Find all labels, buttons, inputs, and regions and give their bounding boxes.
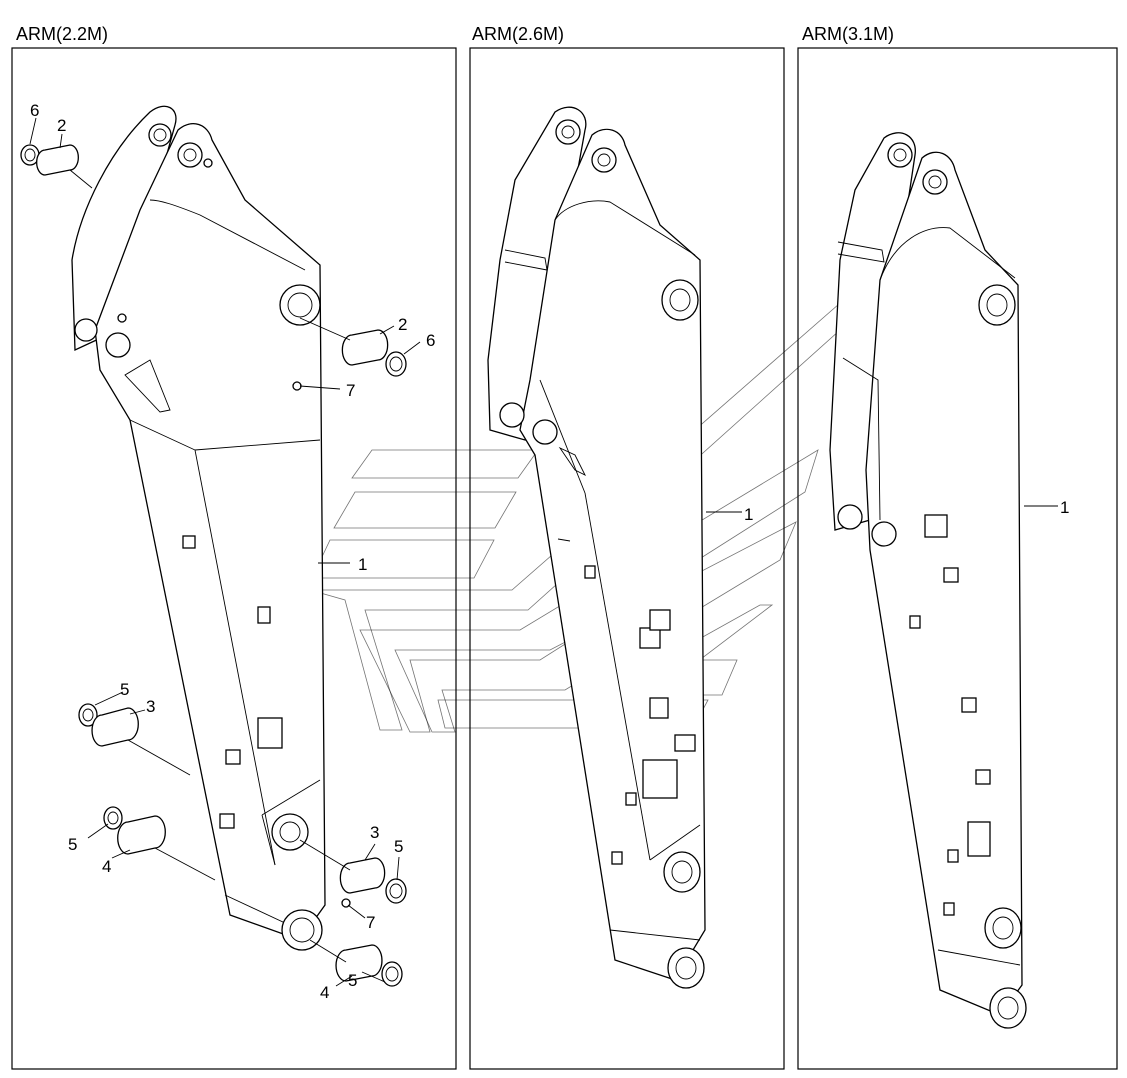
callout-shim-top-right: 6 [426,331,435,350]
panel-title-arm-2-6m: ARM(2.6M) [472,24,565,44]
panel-title-arm-2-2m: ARM(2.2M) [16,24,109,44]
callout-bushing-lower-left: 4 [102,857,111,876]
callout-shim-lower-left: 5 [68,835,77,854]
panel-frame-arm-2-6m [469,47,785,1070]
callout-bushing-mid-right: 3 [370,823,379,842]
callout-shim-top-left: 6 [30,101,39,120]
callout-bushing-mid-left: 3 [146,697,155,716]
callout-grease-nipple-top: 7 [346,381,355,400]
arm-2-6m-drawing [487,106,742,989]
callout-bushing-top-right: 2 [398,315,407,334]
callout-arm-3-1m: 1 [1060,498,1069,517]
callout-arm-2-6m: 1 [744,505,753,524]
callout-arm-2-2m: 1 [358,555,367,574]
callout-grease-nipple-bottom: 7 [366,913,375,932]
callout-shim-bottom-right: 5 [348,971,357,990]
arm-2-2m-drawing [20,105,421,987]
callout-bushing-bottom-right: 4 [320,983,329,1002]
panel-title-arm-3-1m: ARM(3.1M) [802,24,895,44]
callout-shim-mid-right: 5 [394,837,403,856]
callout-shim-mid-left: 5 [120,680,129,699]
panel-frame-arm-2-2m [11,47,457,1070]
panel-frame-arm-3-1m [797,47,1118,1070]
arm-3-1m-drawing [829,132,1058,1029]
callout-bushing-top-left: 2 [57,116,66,135]
